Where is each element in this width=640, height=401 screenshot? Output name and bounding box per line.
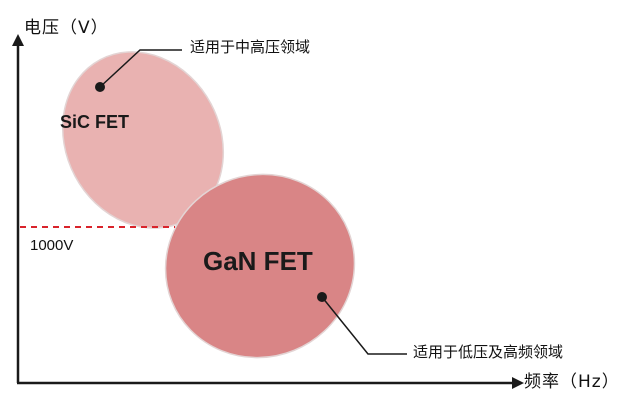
x-axis-label: 频率（Hz） bbox=[524, 372, 620, 392]
gan-callout-leader bbox=[321, 296, 407, 355]
gan-fet-region bbox=[164, 173, 356, 359]
sic-callout-dot bbox=[95, 82, 105, 92]
gan-callout-text: 适用于低压及高频领域 bbox=[413, 343, 564, 361]
gan-callout-dot bbox=[317, 292, 327, 302]
gan-fet-label: GaN FET bbox=[203, 246, 313, 276]
sic-callout-leader bbox=[99, 49, 182, 88]
y-axis-label: 电压（V） bbox=[24, 18, 109, 38]
sic-fet-label: SiC FET bbox=[60, 112, 130, 132]
threshold-label: 1000V bbox=[30, 237, 74, 254]
sic-callout-text: 适用于中高压领域 bbox=[190, 38, 311, 56]
